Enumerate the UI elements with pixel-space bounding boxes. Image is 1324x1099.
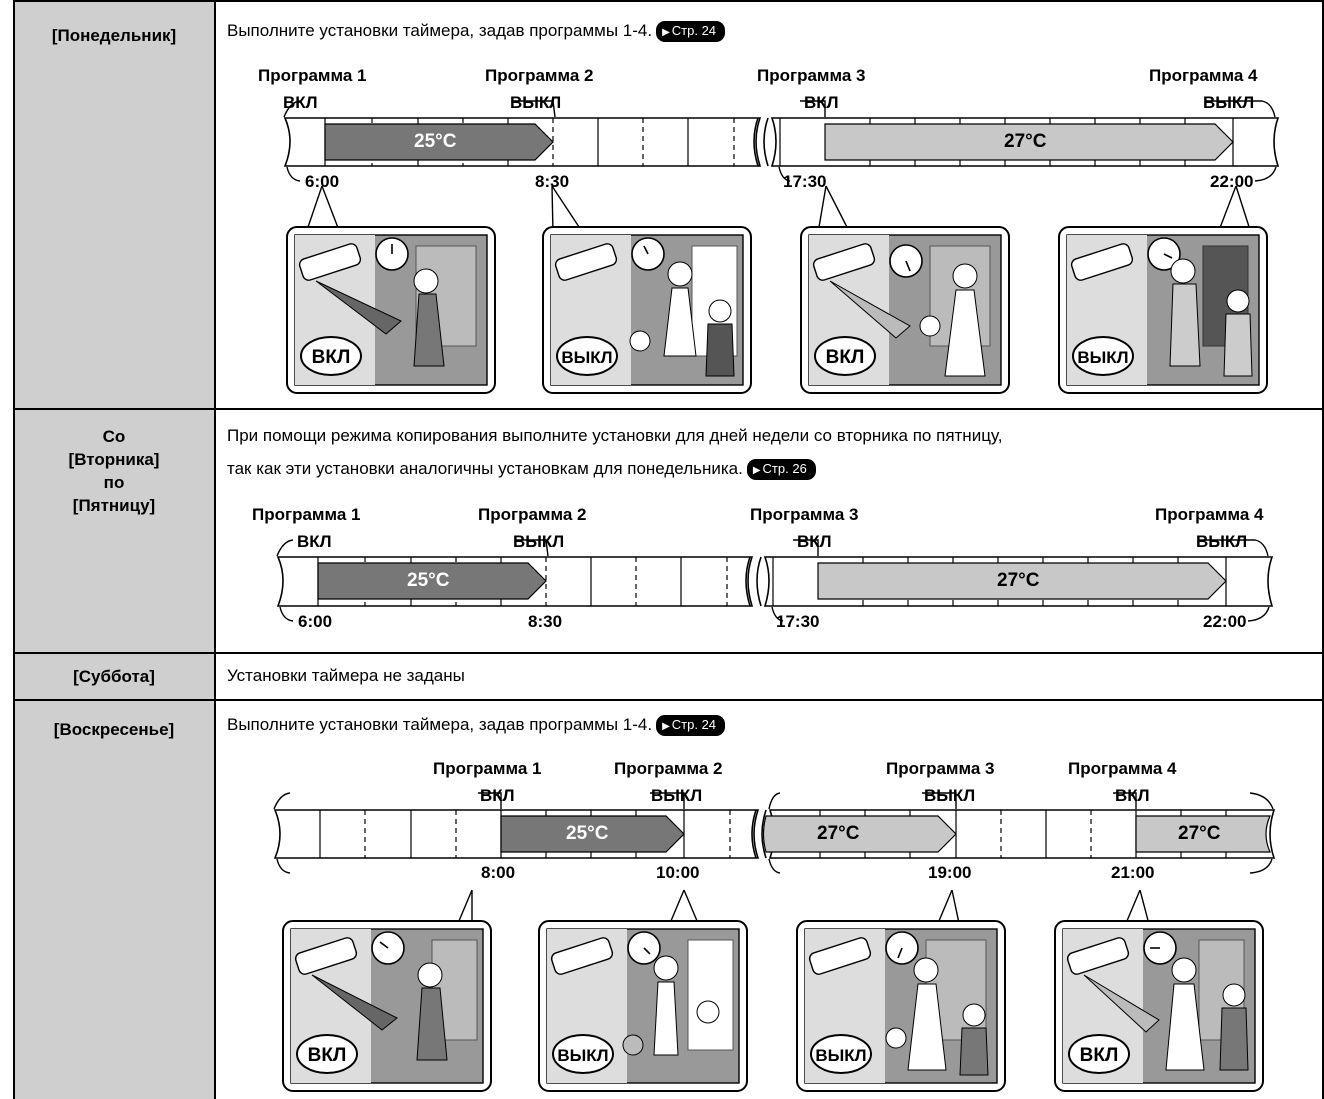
temperature-label: 27°C <box>817 823 859 845</box>
scene-illustration: ВКЛ <box>1054 920 1264 1097</box>
time-label: 8:00 <box>481 863 515 883</box>
temperature-label: 27°C <box>1178 823 1220 845</box>
bubble-label: ВЫКЛ <box>557 1046 608 1065</box>
bubble-label: ВЫКЛ <box>815 1046 866 1065</box>
bubble-label: ВКЛ <box>308 1045 347 1066</box>
time-label: 19:00 <box>928 863 971 883</box>
scene-illustration: ВКЛ <box>282 920 492 1097</box>
scene-picture: ВЫКЛ <box>796 920 1006 1092</box>
scene-picture: ВЫКЛ <box>538 920 748 1092</box>
time-label: 10:00 <box>656 863 699 883</box>
scene-illustration: ВЫКЛ <box>796 920 1006 1097</box>
time-label: 21:00 <box>1111 863 1154 883</box>
temperature-label: 25°C <box>566 823 608 845</box>
scene-picture: ВКЛ <box>282 920 492 1092</box>
scene-illustration: ВЫКЛ <box>538 920 748 1097</box>
bubble-label: ВКЛ <box>1080 1045 1119 1066</box>
scene-picture: ВКЛ <box>1054 920 1264 1092</box>
